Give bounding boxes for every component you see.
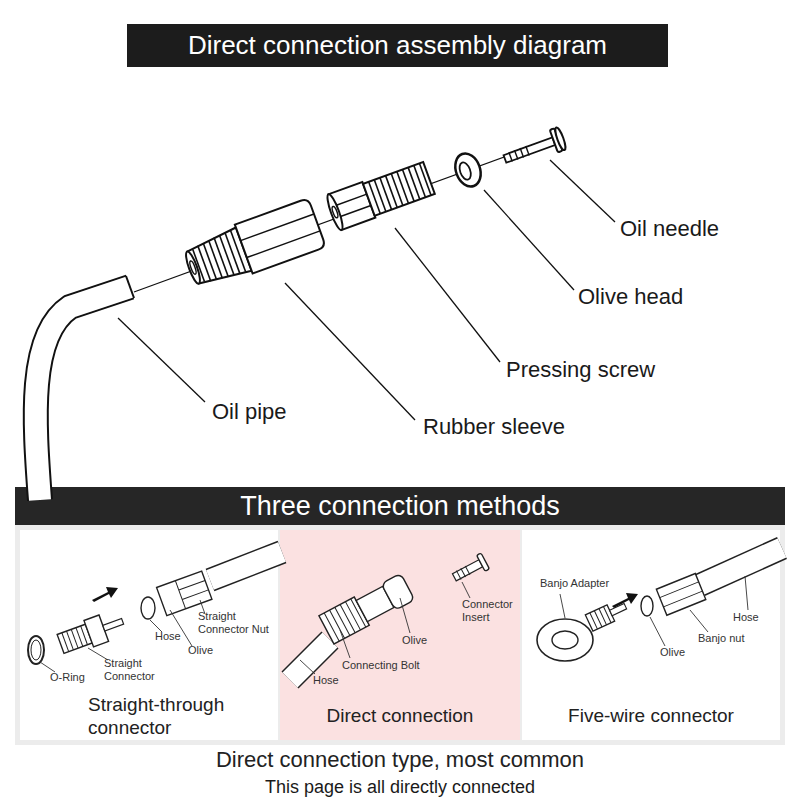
part-label: Rubber sleeve bbox=[423, 414, 565, 439]
section-heading: Three connection methods bbox=[15, 487, 785, 525]
part-label: Hose bbox=[313, 674, 339, 687]
note: This page is all directly connected bbox=[0, 777, 800, 798]
part-label: Oil pipe bbox=[212, 399, 287, 424]
oil-pipe-drawing bbox=[36, 276, 134, 500]
part-label: O-Ring bbox=[50, 671, 85, 684]
rubber-sleeve-drawing bbox=[180, 198, 326, 293]
part-label: Banjo nut bbox=[698, 632, 744, 645]
caption: Direct connection type, most common bbox=[0, 747, 800, 772]
part-label: Straight Connector Nut bbox=[198, 610, 278, 635]
oil-needle-drawing bbox=[501, 126, 567, 170]
part-label: Olive bbox=[660, 646, 685, 659]
olive-drawing bbox=[451, 150, 485, 190]
panel-caption: Straight-through connector bbox=[88, 694, 258, 740]
assembly-axis bbox=[134, 138, 556, 292]
part-label: Connecting Bolt bbox=[342, 659, 420, 672]
part-label: Olive bbox=[402, 634, 427, 647]
title: Direct connection assembly diagram bbox=[127, 24, 668, 67]
title-banner bbox=[127, 24, 668, 67]
method-panel: Straight-through connector bbox=[20, 530, 278, 740]
part-label: Straight Connector bbox=[104, 657, 166, 682]
panel-caption: Direct connection bbox=[280, 705, 520, 728]
panel-caption: Five-wire connector bbox=[522, 705, 780, 728]
part-label: Connector Insert bbox=[462, 598, 522, 623]
part-label: Olive bbox=[188, 644, 213, 657]
part-label: Hose bbox=[155, 630, 181, 643]
section-band: Three connection methodsStraight-through… bbox=[15, 487, 785, 745]
method-panel: Direct connection bbox=[280, 530, 520, 740]
part-label: Banjo Adapter bbox=[540, 577, 609, 590]
part-label: Hose bbox=[733, 611, 759, 624]
part-label: Oil needle bbox=[620, 216, 719, 241]
part-label: Pressing screw bbox=[506, 357, 655, 382]
pressing-screw-drawing bbox=[325, 160, 436, 231]
part-label: Olive head bbox=[578, 284, 683, 309]
